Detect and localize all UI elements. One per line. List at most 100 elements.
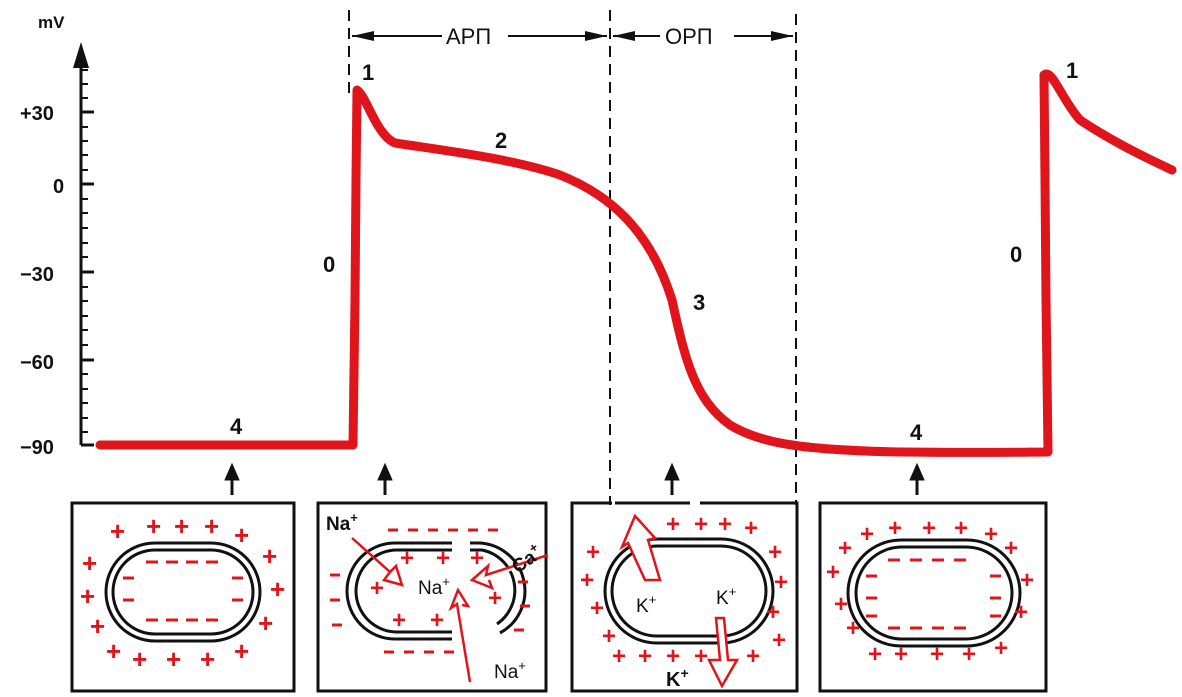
na-inner-symbol: Na	[418, 578, 443, 599]
svg-text:+: +	[488, 585, 502, 612]
inner-positive-charges: +++ ++ ++	[370, 545, 502, 634]
k-right-symbol: K	[716, 588, 729, 609]
phase-1-label-second: 1	[1066, 58, 1078, 83]
svg-text:+: +	[200, 644, 215, 674]
svg-text:+: +	[638, 643, 652, 670]
svg-text:+: +	[370, 575, 384, 602]
phase-pointer-arrows	[224, 462, 925, 495]
svg-text:+: +	[586, 539, 600, 566]
svg-text:+: +	[132, 644, 147, 674]
k-outer-symbol: K	[666, 669, 681, 691]
svg-text:+: +	[834, 591, 848, 618]
phase-4-label-first: 4	[230, 414, 243, 439]
k-left-charge: +	[649, 592, 657, 607]
svg-text:+: +	[146, 511, 161, 541]
na-inner-label: Na+	[418, 574, 450, 599]
k-inner-left-label: K+	[636, 592, 656, 617]
svg-text:+: +	[772, 627, 786, 654]
na-outer-label: Na+	[326, 510, 358, 535]
outer-positive-charges: +++ ++ +++ +++ +++ ++	[80, 511, 285, 674]
svg-text:+: +	[744, 515, 758, 542]
k-outflow-arrow-top	[619, 513, 662, 582]
svg-text:+: +	[1014, 599, 1028, 626]
svg-text:+: +	[666, 511, 680, 538]
tick-label-plus30: +30	[20, 103, 54, 125]
svg-text:+: +	[110, 516, 125, 546]
svg-text:+: +	[262, 541, 277, 571]
svg-text:+: +	[962, 641, 976, 668]
svg-text:+: +	[994, 635, 1008, 662]
svg-text:+: +	[392, 607, 406, 634]
svg-text:+: +	[580, 567, 594, 594]
ca-inflow-arrow	[469, 553, 549, 591]
svg-text:+: +	[590, 595, 604, 622]
svg-text:+: +	[234, 520, 249, 550]
svg-text:+: +	[80, 581, 95, 611]
tick-label-minus60: −60	[20, 352, 54, 374]
svg-text:+: +	[766, 599, 780, 626]
tick-label-0: 0	[53, 176, 64, 198]
svg-text:+: +	[666, 643, 680, 670]
svg-text:+: +	[868, 641, 882, 668]
svg-text:+: +	[90, 611, 105, 641]
svg-text:+: +	[894, 641, 908, 668]
refractory-boundaries	[348, 10, 797, 505]
phase-4-label-second: 4	[910, 420, 923, 445]
restored-outer-positive-charges: +++ ++ ++++ +++ +++ ++	[826, 515, 1034, 668]
tick-label-minus30: −30	[20, 264, 54, 286]
na-bottom-label: Na+	[494, 658, 526, 683]
inner-negative-charges	[123, 560, 243, 622]
phase-3-label: 3	[693, 290, 705, 315]
interval-arrows: АРП ОРП	[352, 24, 793, 49]
phase-1-label-first: 1	[362, 60, 374, 85]
restored-inner-negative-charges	[866, 558, 1001, 630]
svg-text:+: +	[106, 636, 121, 666]
cell-box-depolarization: +++ ++ ++ Na+ Na+ Ca+ Na+	[316, 501, 549, 693]
svg-text:+: +	[436, 545, 450, 572]
svg-text:+: +	[922, 515, 936, 542]
na-inner-charge: +	[442, 574, 450, 589]
svg-text:+: +	[400, 545, 414, 572]
svg-text:+: +	[234, 636, 249, 666]
svg-text:+: +	[930, 641, 944, 668]
svg-text:+: +	[888, 515, 902, 542]
y-axis-unit: mV	[38, 13, 65, 32]
svg-text:+: +	[166, 644, 181, 674]
svg-text:+: +	[768, 539, 782, 566]
svg-text:+: +	[954, 515, 968, 542]
svg-text:+: +	[860, 521, 874, 548]
repol-outer-positive-charges: ++++ +++ +++ ++++ +++	[580, 511, 788, 670]
phase-0-label-second: 0	[1010, 242, 1022, 267]
svg-text:+: +	[718, 511, 732, 538]
svg-text:+: +	[1004, 535, 1018, 562]
svg-text:+: +	[826, 559, 840, 586]
tick-label-minus90: −90	[20, 437, 54, 459]
k-outflow-arrow-bottom	[706, 616, 740, 689]
svg-text:+: +	[846, 615, 860, 642]
na-outer-charge: +	[350, 510, 358, 525]
arp-label: АРП	[446, 24, 491, 49]
k-left-symbol: K	[636, 596, 649, 617]
y-axis-arrowhead	[73, 42, 89, 68]
svg-text:+: +	[1020, 567, 1034, 594]
svg-text:+: +	[470, 545, 484, 572]
action-potential-trace	[95, 69, 1177, 457]
na-outer-symbol: Na	[326, 514, 351, 535]
svg-text:+: +	[82, 548, 97, 578]
svg-text:+: +	[694, 643, 708, 670]
na-inflow-arrow-bottom	[448, 587, 472, 683]
na-bottom-charge: +	[518, 658, 526, 673]
k-outer-charge: +	[680, 665, 688, 681]
svg-text:+: +	[838, 535, 852, 562]
svg-text:+: +	[694, 511, 708, 538]
y-axis: mV +30 0 −30 −60 −90	[20, 13, 94, 459]
svg-text:+: +	[612, 643, 626, 670]
svg-text:+: +	[258, 608, 273, 638]
y-axis-minor-ticks	[81, 69, 88, 433]
phase-2-label: 2	[495, 128, 507, 153]
svg-text:+: +	[204, 511, 219, 541]
svg-text:+: +	[174, 511, 189, 541]
svg-text:+: +	[984, 521, 998, 548]
svg-text:+: +	[430, 607, 444, 634]
